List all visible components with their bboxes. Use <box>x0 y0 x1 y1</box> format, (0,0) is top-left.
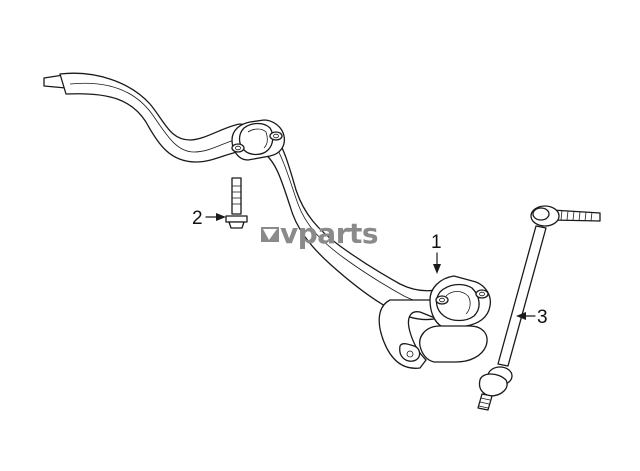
watermark: vparts <box>261 217 379 250</box>
bushing-bracket-lower[interactable] <box>419 275 492 363</box>
watermark-logo-mark <box>261 227 279 242</box>
stabilizer-bar[interactable] <box>43 72 441 369</box>
stabilizer-link[interactable] <box>477 205 601 411</box>
bushing-bracket-upper[interactable] <box>231 119 286 161</box>
bracket-bolt[interactable] <box>225 177 248 229</box>
callout-1-label: 1 <box>431 232 442 253</box>
callout-3: 3 <box>516 307 548 328</box>
callout-2-label: 2 <box>192 208 203 229</box>
watermark-text: vparts <box>280 217 378 250</box>
callout-2: 2 <box>192 208 226 229</box>
callout-3-label: 3 <box>537 307 548 328</box>
callout-1: 1 <box>431 232 442 274</box>
